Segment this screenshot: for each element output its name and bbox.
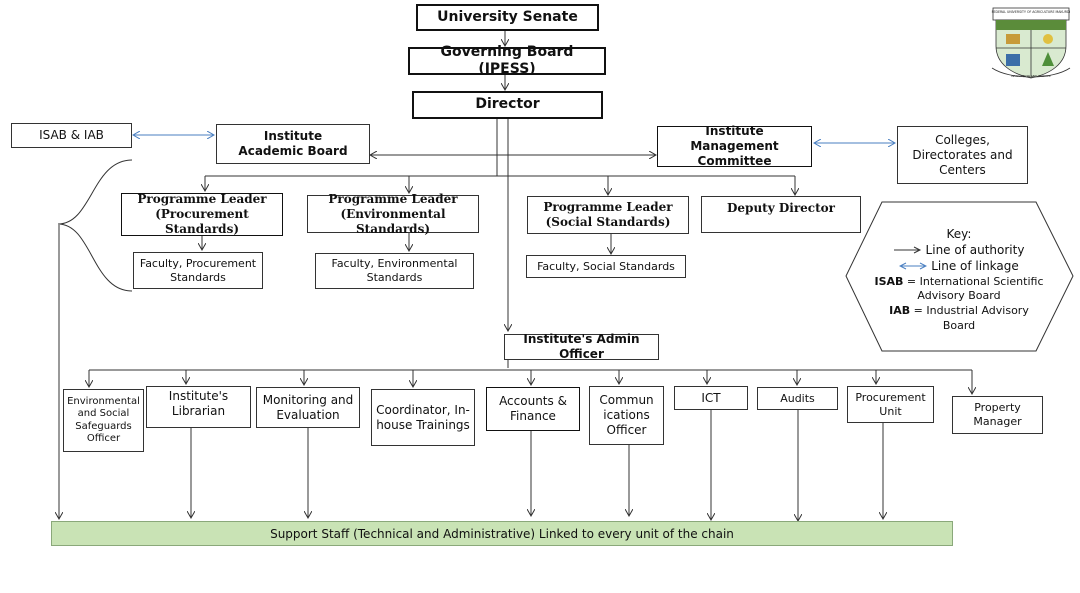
node-communications-label: Communications Officer (599, 393, 654, 437)
authority-arrow-icon (893, 246, 921, 254)
node-deputy-director: Deputy Director (701, 196, 861, 233)
key-legend: Key: Line of authority Line of linkage I… (874, 226, 1044, 334)
node-admin-officer: Institute's Admin Officer (504, 332, 659, 361)
node-faculty-social-label: Faculty, Social Standards (537, 259, 675, 273)
node-env-social-officer-label: Environmental and Social Safeguards Offi… (67, 395, 140, 445)
node-academic-board: Institute Academic Board (216, 124, 370, 164)
node-colleges-label: Colleges, Directorates and Centers (912, 132, 1013, 177)
key-title: Key: (946, 227, 972, 241)
node-monitoring-label: Monitoring and Evaluation (262, 392, 354, 422)
node-management-committee-label: Institute Management Committee (690, 124, 779, 168)
node-property-manager-label: Property Manager (973, 401, 1022, 428)
node-senate-label: University Senate (437, 8, 578, 25)
key-isab-abbr: ISAB (874, 274, 904, 288)
node-isab-iab: ISAB & IAB (11, 123, 132, 148)
node-faculty-environmental-label: Faculty, Environmental Standards (331, 257, 458, 284)
node-accounts-label: Accounts & Finance (499, 394, 567, 423)
key-isab-text: = International Scientific Advisory Boar… (906, 274, 1044, 303)
key-iab-text: = Industrial Advisory Board (913, 304, 1029, 333)
node-support-staff: Support Staff (Technical and Administrat… (51, 521, 953, 546)
key-authority-row: Line of authority (874, 242, 1044, 258)
node-support-staff-label: Support Staff (Technical and Administrat… (270, 526, 734, 541)
node-faculty-social: Faculty, Social Standards (526, 255, 686, 278)
node-procurement-unit-label: Procurement Unit (855, 390, 926, 418)
node-monitoring: Monitoring and Evaluation (256, 387, 360, 428)
node-board: Governing Board (IPESS) (408, 44, 606, 77)
key-iab-def: IAB = Industrial Advisory Board (874, 304, 1044, 334)
node-coordinator-label: Coordinator, In-house Trainings (376, 402, 470, 432)
node-board-label: Governing Board (IPESS) (440, 43, 574, 78)
node-management-committee: Institute Management Committee (657, 124, 812, 168)
key-linkage-label: Line of linkage (931, 259, 1019, 274)
node-audits: Audits (757, 387, 838, 410)
node-colleges: Colleges, Directorates and Centers (897, 126, 1028, 184)
key-hexagon (845, 201, 1074, 352)
logo-top-text: FEDERAL UNIVERSITY OF AGRICULTURE MAKURD… (992, 10, 1071, 14)
node-communications: Communications Officer (589, 386, 664, 445)
node-env-social-officer: Environmental and Social Safeguards Offi… (63, 389, 144, 452)
node-admin-officer-label: Institute's Admin Officer (523, 332, 640, 361)
key-isab-def: ISAB = International Scientific Advisory… (874, 275, 1044, 305)
node-pl-procurement: Programme Leader (Procurement Standards) (121, 192, 283, 236)
node-pl-social: Programme Leader (Social Standards) (527, 196, 689, 234)
key-authority-label: Line of authority (925, 243, 1025, 258)
node-ict-label: ICT (701, 390, 721, 405)
node-librarian-label: Institute's Librarian (168, 389, 229, 418)
node-faculty-procurement-label: Faculty, Procurement Standards (139, 256, 257, 284)
node-procurement-unit: Procurement Unit (847, 386, 934, 423)
key-linkage-row: Line of linkage (874, 258, 1044, 274)
university-crest-logo: FEDERAL UNIVERSITY OF AGRICULTURE MAKURD… (992, 7, 1071, 79)
node-isab-iab-label: ISAB & IAB (39, 128, 104, 142)
node-property-manager: Property Manager (952, 396, 1043, 434)
node-senate: University Senate (416, 4, 599, 31)
logo-motto: INNOVATION AND SERVICE (1011, 74, 1051, 78)
node-pl-environmental-label: Programme Leader (Environmental Standard… (328, 191, 458, 236)
node-faculty-environmental: Faculty, Environmental Standards (315, 253, 474, 289)
node-audits-label: Audits (780, 391, 815, 405)
node-librarian: Institute's Librarian (146, 386, 251, 428)
node-pl-procurement-label: Programme Leader (Procurement Standards) (137, 192, 267, 236)
linkage-arrow-icon (899, 263, 928, 270)
node-deputy-director-label: Deputy Director (727, 201, 835, 215)
node-director: Director (412, 91, 603, 119)
node-ict: ICT (674, 386, 748, 410)
node-faculty-procurement: Faculty, Procurement Standards (133, 252, 263, 289)
node-academic-board-label: Institute Academic Board (238, 129, 348, 158)
node-pl-environmental: Programme Leader (Environmental Standard… (307, 192, 479, 236)
node-accounts: Accounts & Finance (486, 387, 580, 431)
node-coordinator: Coordinator, In-house Trainings (371, 389, 475, 446)
node-pl-social-label: Programme Leader (Social Standards) (543, 200, 673, 229)
key-iab-abbr: IAB (889, 304, 911, 318)
node-director-label: Director (475, 96, 540, 113)
